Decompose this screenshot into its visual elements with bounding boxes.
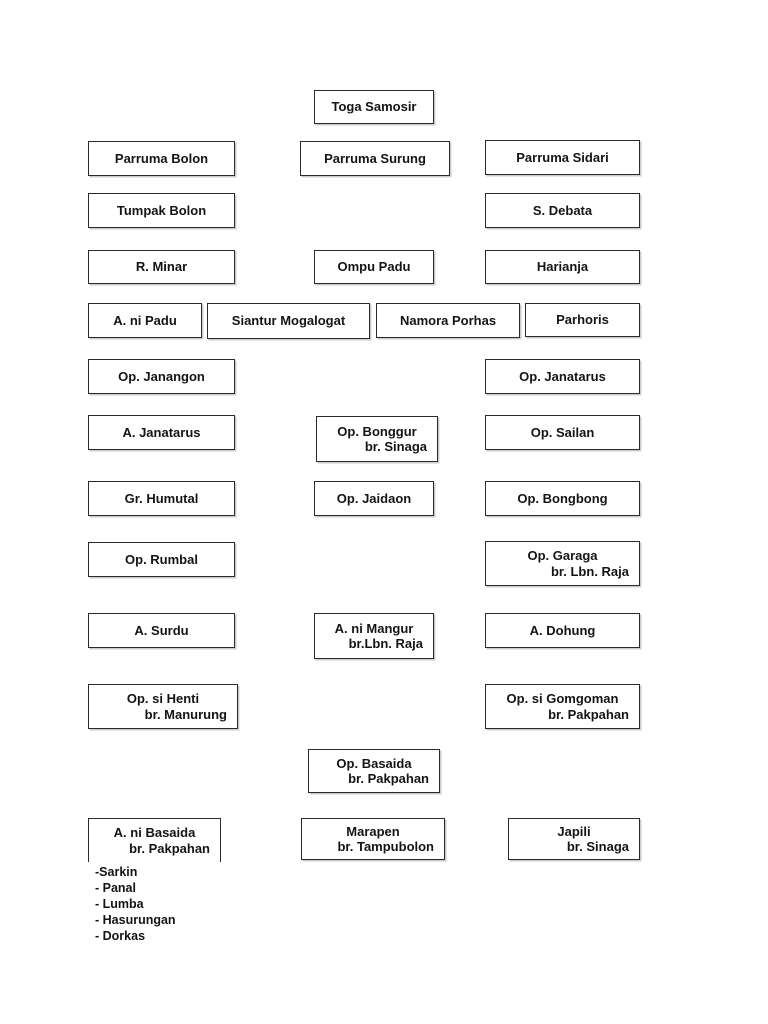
person-name: Parruma Bolon [114, 150, 209, 166]
person-name: S. Debata [532, 202, 593, 218]
tree-box-ompu-padu: Ompu Padu [314, 250, 434, 284]
person-name: A. Surdu [134, 622, 189, 638]
person-name: Siantur Mogalogat [231, 313, 346, 329]
person-name: Japili [557, 823, 591, 839]
spouse-name: br. Pakpahan [348, 771, 429, 786]
person-name: Parhoris [556, 312, 609, 328]
tree-box-toga-samosir: Toga Samosir [314, 90, 434, 124]
child-list-item: -Sarkin [95, 865, 138, 879]
child-list-item: - Hasurungan [95, 913, 176, 927]
spouse-name: br. Pakpahan [129, 840, 210, 856]
tree-box-op-rumbal: Op. Rumbal [88, 542, 235, 577]
tree-box-op-janangon: Op. Janangon [88, 359, 235, 394]
tree-box-a-surdu: A. Surdu [88, 613, 235, 648]
child-list-item: - Dorkas [95, 929, 146, 943]
person-name: Op. Basaida [336, 755, 412, 771]
person-name: Op. Bonggur [337, 423, 417, 439]
person-name: Tumpak Bolon [116, 202, 207, 218]
tree-box-a-ni-padu: A. ni Padu [88, 303, 202, 338]
child-list-item: - Lumba [95, 897, 144, 911]
person-name: Ompu Padu [337, 259, 411, 275]
person-name: Gr. Humutal [124, 490, 199, 506]
tree-box-gr-humutal: Gr. Humutal [88, 481, 235, 516]
person-name: Op. si Gomgoman [506, 691, 619, 706]
tree-box-parhoris: Parhoris [525, 303, 640, 337]
tree-box-op-sailan: Op. Sailan [485, 415, 640, 450]
child-list-item: - Panal [95, 881, 136, 895]
tree-box-s-debata: S. Debata [485, 193, 640, 228]
person-name: Toga Samosir [331, 99, 417, 115]
person-name: A. Janatarus [122, 424, 201, 440]
tree-box-a-dohung: A. Dohung [485, 613, 640, 648]
tree-box-op-jaidaon: Op. Jaidaon [314, 481, 434, 516]
spouse-name: br. Tampubolon [337, 839, 434, 854]
person-name: Parruma Surung [324, 150, 426, 166]
spouse-name: br. Lbn. Raja [550, 563, 629, 579]
person-name: Op. Janangon [118, 368, 205, 384]
tree-box-siantur-mogalogat: Siantur Mogalogat [207, 303, 370, 339]
person-name: Marapen [346, 823, 400, 839]
person-name: Op. Garaga [527, 548, 598, 563]
tree-box-parruma-surung: Parruma Surung [300, 141, 450, 176]
tree-box-tumpak-bolon: Tumpak Bolon [88, 193, 235, 228]
tree-box-parruma-bolon: Parruma Bolon [88, 141, 235, 176]
tree-box-parruma-sidari: Parruma Sidari [485, 140, 640, 175]
spouse-name: br.Lbn. Raja [348, 636, 423, 651]
spouse-name: br. Sinaga [364, 439, 427, 454]
person-name: A. ni Basaida [113, 825, 196, 840]
tree-box-r-minar: R. Minar [88, 250, 235, 284]
person-name: Op. Bongbong [517, 490, 608, 506]
person-name: Op. Rumbal [125, 551, 198, 567]
tree-box-a-janatarus: A. Janatarus [88, 415, 235, 450]
tree-box-harianja: Harianja [485, 250, 640, 284]
person-name: Op. Sailan [530, 424, 595, 440]
person-name: Harianja [536, 259, 589, 275]
person-name: R. Minar [135, 259, 188, 275]
tree-box-op-bongbong: Op. Bongbong [485, 481, 640, 516]
children-list: -Sarkin - Panal - Lumba - Hasurungan - Dorka… [95, 864, 176, 944]
tree-box-namora-porhas: Namora Porhas [376, 303, 520, 338]
spouse-name: br. Pakpahan [548, 706, 629, 722]
person-name: Op. Jaidaon [336, 490, 412, 506]
spouse-name: br. Sinaga [566, 839, 629, 854]
person-name: Namora Porhas [399, 312, 497, 328]
person-name: A. Dohung [529, 622, 596, 638]
person-name: A. ni Padu [113, 312, 177, 328]
spouse-name: br. Manurung [144, 706, 227, 722]
person-name: A. ni Mangur [334, 620, 414, 636]
person-name: Op. si Henti [126, 691, 200, 706]
tree-box-op-janatarus: Op. Janatarus [485, 359, 640, 394]
person-name: Parruma Sidari [516, 149, 609, 165]
person-name: Op. Janatarus [519, 368, 606, 384]
